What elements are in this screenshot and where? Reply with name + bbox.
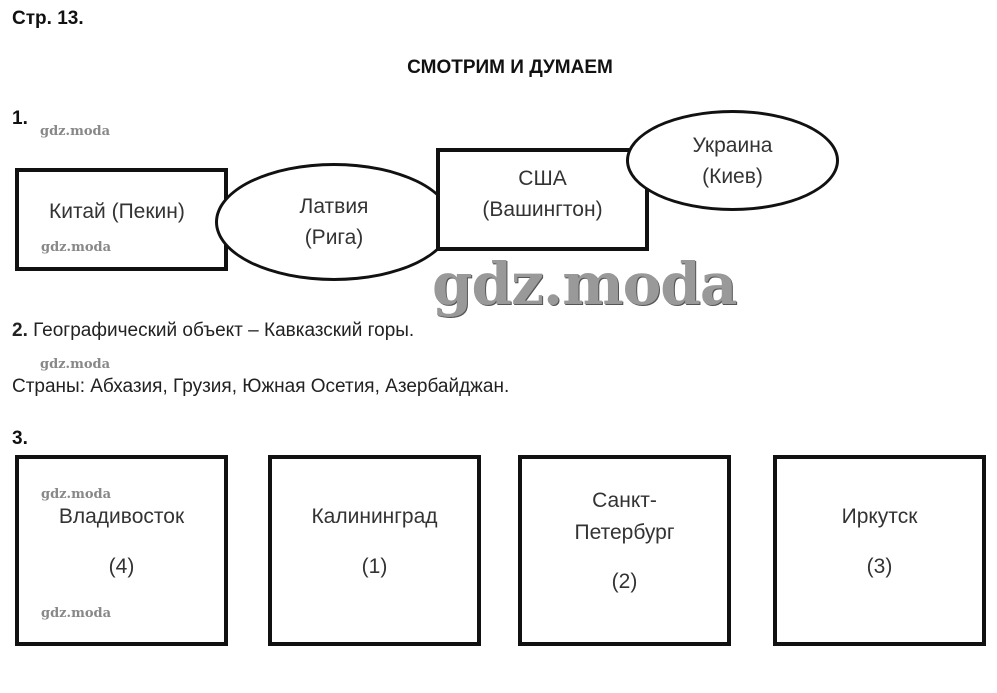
box-usa: США (Вашингтон) [436, 148, 649, 251]
watermark: gdz.moda [40, 357, 111, 372]
city-name-line2: Петербург [574, 521, 675, 544]
task2-countries: Страны: Абхазия, Грузия, Южная Осетия, А… [12, 376, 510, 397]
box-china: Китай (Пекин) gdz.moda [15, 168, 228, 271]
ellipse-ukraine: Украина (Киев) [626, 110, 839, 211]
watermark: gdz.moda [41, 487, 112, 502]
city-number: (4) [108, 555, 135, 578]
box-city: gdz.moda Владивосток (4) gdz.moda [15, 455, 228, 646]
watermark: gdz.moda [41, 240, 112, 255]
task2-line1: 2. Географический объект – Кавказский го… [12, 320, 414, 342]
usa-label: США [518, 166, 567, 190]
watermark-large: gdz.moda [432, 250, 737, 318]
page-title: СМОТРИМ И ДУМАЕМ [407, 57, 613, 78]
latvia-capital: (Рига) [304, 226, 364, 249]
usa-capital: (Вашингтон) [482, 197, 603, 221]
ukraine-capital: (Киев) [702, 164, 763, 188]
city-number: (2) [611, 570, 638, 593]
city-number: (1) [361, 555, 388, 578]
ukraine-label: Украина [692, 133, 773, 157]
box-city: Калининград (1) [268, 455, 481, 646]
task2-number: 2. [12, 320, 28, 341]
watermark: gdz.moda [40, 124, 111, 139]
city-name-line1: Санкт- [592, 489, 657, 512]
page-label: Стр. 13. [12, 8, 84, 29]
task2-object: Географический объект – Кавказский горы. [33, 320, 415, 341]
china-label: Китай (Пекин) [49, 200, 185, 223]
city-name: Иркутск [841, 505, 918, 528]
watermark: gdz.moda [41, 606, 112, 621]
ellipse-latvia: Латвия (Рига) [215, 163, 453, 281]
box-city: Иркутск (3) [773, 455, 986, 646]
task3-number: 3. [12, 428, 28, 449]
task1-number: 1. [12, 108, 28, 129]
city-name: Владивосток [58, 505, 185, 528]
city-number: (3) [866, 555, 893, 578]
city-name: Калининград [311, 505, 438, 528]
box-city: Санкт- Петербург (2) [518, 455, 731, 646]
latvia-label: Латвия [299, 195, 369, 218]
